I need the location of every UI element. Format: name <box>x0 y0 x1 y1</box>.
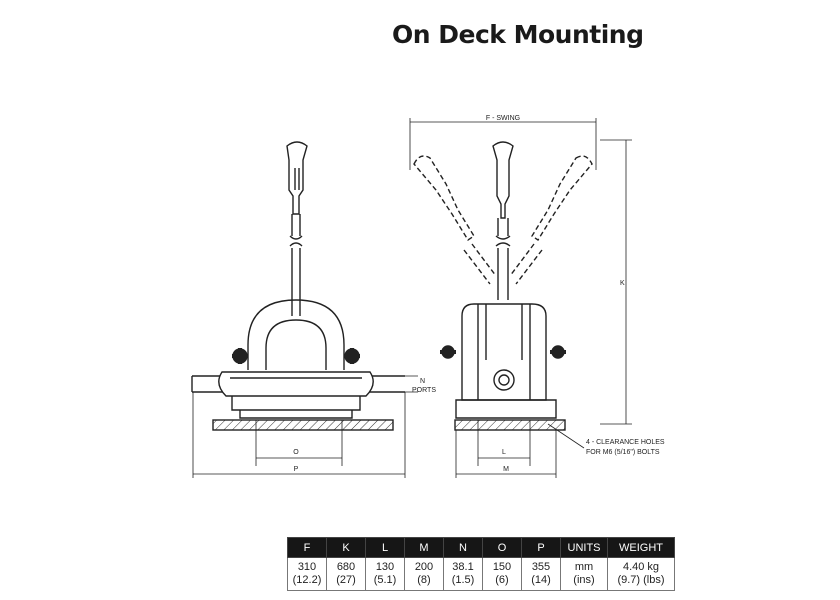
value-cell: 38.1 (1.5) <box>443 557 483 591</box>
header-cell: M <box>404 537 444 558</box>
spec-value-row: 310 (12.2) 680 (27) 130 (5.1) 200 (8) 38… <box>287 557 675 591</box>
holes-label-line1: 4 - CLEARANCE HOLES <box>586 439 665 446</box>
dim-o-label: O <box>293 449 299 456</box>
header-cell: K <box>326 537 366 558</box>
value-cell: 200 (8) <box>404 557 444 591</box>
value-cell: 150 (6) <box>482 557 522 591</box>
header-cell: O <box>482 537 522 558</box>
holes-label-line2: FOR M6 (5/16") BOLTS <box>586 449 660 456</box>
header-cell: UNITS <box>560 537 608 558</box>
dim-n-ports-label: PORTS <box>412 387 436 394</box>
dim-m-label: M <box>503 466 509 473</box>
header-cell: F <box>287 537 327 558</box>
side-view <box>409 118 632 478</box>
spec-table: F K L M N O P UNITS WEIGHT 310 (12.2) 68… <box>287 537 675 591</box>
value-cell: 355 (14) <box>521 557 561 591</box>
value-cell: 310 (12.2) <box>287 557 327 591</box>
value-cell: 680 (27) <box>326 557 366 591</box>
dim-l-label: L <box>502 449 506 456</box>
value-cell: 130 (5.1) <box>365 557 405 591</box>
value-cell: 4.40 kg (9.7) (lbs) <box>607 557 675 591</box>
front-view <box>191 141 418 478</box>
header-cell: P <box>521 537 561 558</box>
header-cell: WEIGHT <box>607 537 675 558</box>
header-cell: N <box>443 537 483 558</box>
dim-k-label: K <box>620 280 625 287</box>
dim-p-label: P <box>294 466 299 473</box>
dim-f-swing-label: F - SWING <box>486 115 520 122</box>
spec-header-row: F K L M N O P UNITS WEIGHT <box>287 537 675 558</box>
value-cell: mm (ins) <box>560 557 608 591</box>
page-title: On Deck Mounting <box>392 20 644 49</box>
header-cell: L <box>365 537 405 558</box>
dim-n-label: N <box>420 378 425 385</box>
